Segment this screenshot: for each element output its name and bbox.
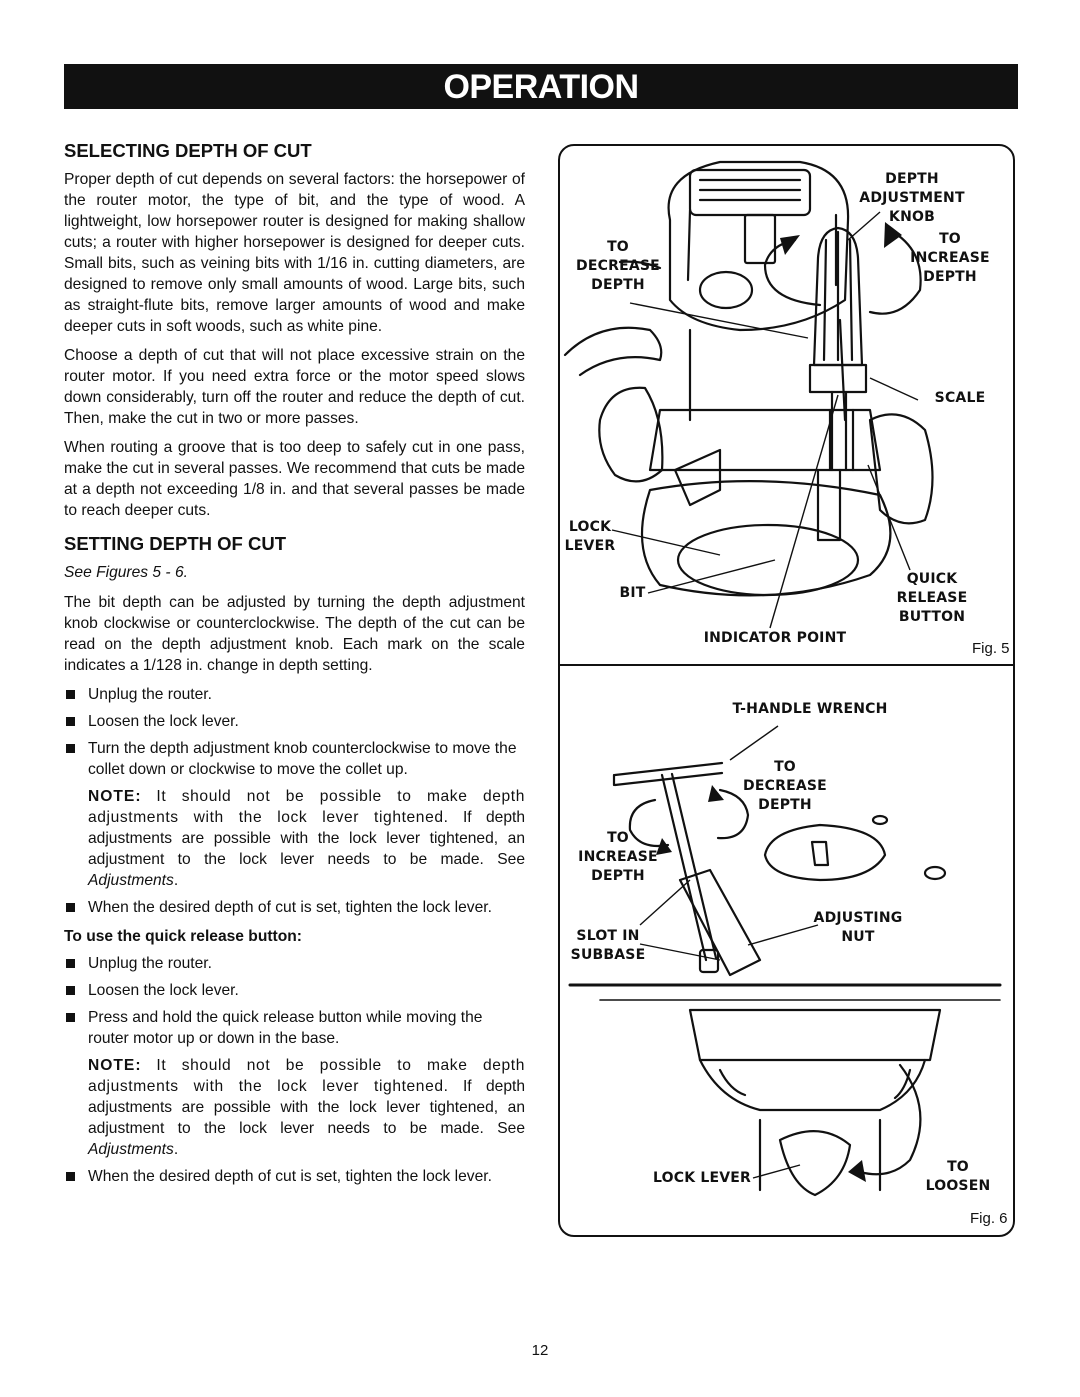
label-t-handle-wrench: T-HANDLE WRENCH bbox=[732, 701, 888, 717]
bullet-unplug: Unplug the router. bbox=[64, 684, 525, 705]
label-fig6-to-increase-depth: TO INCREASE DEPTH bbox=[578, 830, 658, 884]
section-banner: OPERATION bbox=[64, 64, 1018, 109]
bullet-tighten-2: When the desired depth of cut is set, ti… bbox=[64, 1166, 525, 1187]
selecting-depth-heading: SELECTING DEPTH OF CUT bbox=[64, 140, 312, 161]
fig6-decrease-arrow bbox=[716, 788, 750, 840]
bullet-turn-knob: Turn the depth adjustment knob countercl… bbox=[64, 738, 525, 780]
router-motor-illustration bbox=[563, 160, 850, 422]
label-adjusting-nut: ADJUSTING NUT bbox=[813, 910, 903, 945]
figure-6-caption: Fig. 6 bbox=[970, 1210, 1008, 1227]
setting-depth-heading: SETTING DEPTH OF CUT bbox=[64, 533, 286, 554]
setting-paragraph: The bit depth can be adjusted by turning… bbox=[64, 594, 525, 674]
bullet-unplug-2: Unplug the router. bbox=[64, 953, 525, 974]
router-base-lower-illustration bbox=[688, 1008, 942, 1197]
loosen-arrow bbox=[858, 1063, 922, 1176]
label-indicator-point: INDICATOR POINT bbox=[703, 630, 847, 646]
selecting-paragraph-1: Proper depth of cut depends on several f… bbox=[64, 171, 525, 335]
page-number: 12 bbox=[531, 1342, 549, 1359]
note-1-second-sentence: If depth adjustments are possible with t… bbox=[88, 809, 525, 868]
adjustments-reference: Adjustments bbox=[88, 872, 174, 889]
t-handle-wrench-illustration bbox=[612, 761, 724, 974]
label-scale: SCALE bbox=[934, 390, 986, 406]
label-lock-lever: LOCK LEVER bbox=[564, 519, 616, 554]
note-label-2: NOTE: bbox=[88, 1057, 142, 1074]
label-slot-in-subbase: SLOT IN SUBBASE bbox=[570, 928, 646, 963]
note-label: NOTE: bbox=[88, 788, 142, 805]
figure-panel bbox=[558, 144, 1015, 1237]
label-to-decrease-depth: TO DECREASE DEPTH bbox=[576, 239, 660, 293]
label-to-loosen: TO LOOSEN bbox=[925, 1159, 991, 1194]
label-quick-release-button: QUICK RELEASE BUTTON bbox=[896, 571, 968, 625]
figure-5-caption: Fig. 5 bbox=[972, 640, 1010, 657]
adjustments-reference-2: Adjustments bbox=[88, 1141, 174, 1158]
note-2: NOTE: It should not be possible to make … bbox=[88, 1057, 525, 1158]
selecting-paragraph-3: When routing a groove that is too deep t… bbox=[64, 439, 525, 519]
bullet-press-hold: Press and hold the quick release button … bbox=[64, 1007, 525, 1049]
label-to-increase-depth: TO INCREASE DEPTH bbox=[910, 231, 990, 285]
fig6-increase-arrow bbox=[628, 798, 670, 848]
label-fig6-to-decrease-depth: TO DECREASE DEPTH bbox=[743, 759, 827, 813]
note-2-first-sentence: It should not be possible to make depth … bbox=[88, 1057, 525, 1095]
bullet-tighten: When the desired depth of cut is set, ti… bbox=[64, 897, 525, 918]
quick-release-heading: To use the quick release button: bbox=[64, 928, 302, 945]
label-bit: BIT bbox=[619, 585, 646, 601]
text-column: SELECTING DEPTH OF CUT Proper depth of c… bbox=[64, 140, 525, 1193]
increase-arrow bbox=[868, 228, 922, 315]
depth-knob-illustration bbox=[808, 226, 868, 472]
note-2-second-sentence: If depth adjustments are possible with t… bbox=[88, 1078, 525, 1137]
selecting-paragraph-2: Choose a depth of cut that will not plac… bbox=[64, 347, 525, 427]
router-base-illustration bbox=[598, 386, 934, 597]
decrease-arrow bbox=[763, 238, 822, 307]
bullet-loosen: Loosen the lock lever. bbox=[64, 711, 525, 732]
figure-divider bbox=[558, 664, 1015, 666]
label-lock-lever-fig6: LOCK LEVER bbox=[653, 1170, 751, 1186]
note-1-first-sentence: It should not be possible to make depth … bbox=[88, 788, 525, 826]
label-depth-adjustment-knob: DEPTH ADJUSTMENT KNOB bbox=[859, 171, 965, 225]
bullet-loosen-2: Loosen the lock lever. bbox=[64, 980, 525, 1001]
note-1: NOTE: It should not be possible to make … bbox=[88, 788, 525, 889]
see-figures-reference: See Figures 5 - 6. bbox=[64, 564, 188, 581]
